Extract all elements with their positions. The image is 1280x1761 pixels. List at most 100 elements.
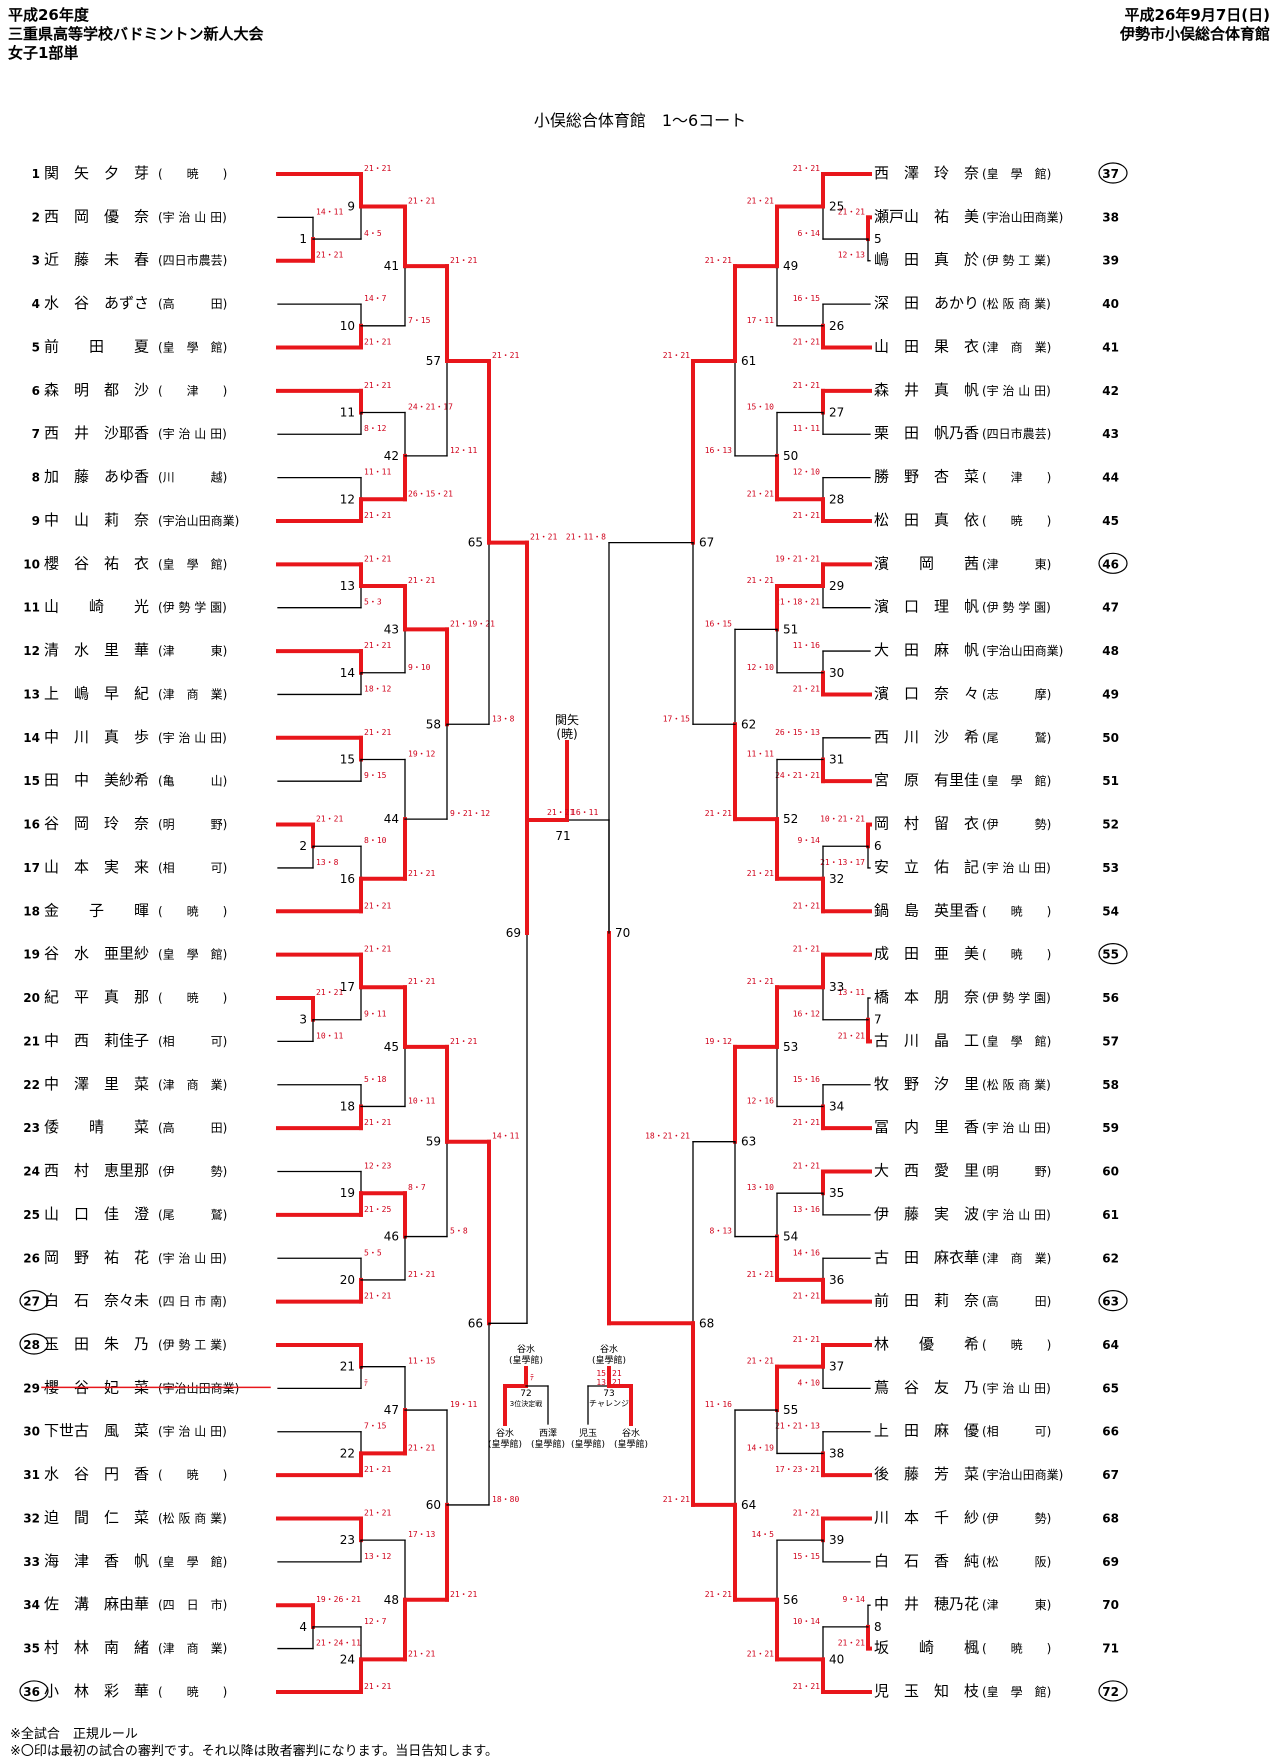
match-score: 21・21 [793,945,820,954]
player-school: ( 暁 ) [982,1642,1051,1656]
player-name: 玉 田 朱 乃 [44,1335,149,1353]
player-school: (四日市農芸) [158,253,227,268]
match-score: 21・21 [838,207,865,216]
player-school: (四日市農芸) [982,426,1051,441]
seed-number: 13 [23,687,40,701]
match-score: 24・21・21 [775,771,820,780]
seed-number: 71 [1102,1642,1119,1656]
player-school: (宇治山田商業) [982,643,1063,658]
player-name: 濱 口 理 帆 [874,598,979,616]
match-score: 18・12 [364,684,391,693]
player-school: (伊 勢 工 業) [982,253,1051,268]
match-score: 11・11 [364,468,391,477]
seed-number: 54 [1102,904,1119,918]
match-score: 21・21 [747,197,774,206]
player-school: (亀 山) [158,774,227,788]
match-number: 14 [340,666,355,680]
match-score: 21・21 [364,728,391,737]
match-number: 41 [384,259,399,273]
seed-number: 58 [1102,1078,1119,1092]
seed-number: 1 [32,167,40,181]
match-number: 46 [384,1230,399,1244]
champion-name: 関矢 [555,713,579,727]
player-name: 加 藤 あゆ香 [44,468,149,486]
player-name: 水 谷 あずさ [44,294,149,312]
match-score: 21・21 [747,1357,774,1366]
player-name: 岡 野 祐 花 [44,1248,149,1266]
match-score: 17・13 [408,1530,435,1539]
player-name: 倭 晴 菜 [44,1118,149,1136]
match-score: 21・21 [793,1508,820,1517]
player-name: 上 田 麻 優 [874,1422,979,1440]
match-number: 18 [340,1099,355,1113]
player-school: (宇治山田商業) [982,209,1063,224]
match-number: 51 [783,622,798,636]
match-number: 65 [468,536,483,550]
match-score: 21・21 [408,576,435,585]
seed-number: 19 [23,948,40,962]
third-place-mark: ﾃ [530,1373,534,1382]
match-number: 2 [299,839,307,853]
match-score: 21・21 [408,977,435,986]
match-number: 39 [829,1533,844,1547]
player-school: ( 暁 ) [982,904,1051,918]
player-school: (明 野) [158,818,227,832]
match-score: 21・21 [316,988,343,997]
match-score: 12・23 [364,1162,391,1171]
match-score: 13・16 [793,1205,820,1214]
match-score: 21・21 [705,1590,732,1599]
player-school: (皇學館) [531,1438,565,1450]
seed-number: 59 [1102,1121,1119,1135]
player-school: (伊 勢 学 園) [982,990,1051,1005]
match-score: 26・15・21 [408,489,453,498]
match-score: 9・14 [798,836,821,845]
match-score: 9・15 [364,771,387,780]
player-name: 西澤 [539,1428,557,1439]
match-number: 45 [384,1040,399,1054]
match-score: 17・23・21 [775,1465,820,1474]
player-name: 西 岡 優 奈 [44,207,149,225]
match-number: 15 [340,752,355,766]
player-name: 西 澤 玲 奈 [874,164,979,182]
match-score: 16・15 [705,619,732,628]
player-school: ( 暁 ) [982,514,1051,528]
match-score: 21・21 [747,576,774,585]
player-name: 中 井 穂乃花 [874,1595,979,1613]
seed-number: 39 [1102,254,1119,268]
player-name: 瀬戸山 祐 美 [874,207,979,225]
match-number: 27 [829,406,844,420]
match-score: 8・13 [710,1227,733,1236]
seed-number: 8 [32,471,40,485]
match-number: 34 [829,1099,844,1113]
match-score: 21・25 [364,1205,391,1214]
player-school: (松 阪 商 業) [982,296,1051,311]
player-school: (宇 治 山 田) [158,427,227,441]
player-name: 古 川 晶 工 [874,1031,979,1049]
player-school: (津 商 業) [158,1641,227,1656]
player-name: 山 本 実 来 [44,858,149,876]
seed-number: 64 [1102,1338,1119,1352]
player-name: 西 川 沙 希 [874,728,979,746]
player-school: (相 可) [158,1034,227,1048]
match-number: 35 [829,1186,844,1200]
player-school: (宇 治 山 田) [982,1121,1051,1135]
seed-number: 37 [1102,167,1119,181]
player-school: (宇治山田商業) [982,1467,1063,1482]
match-score: 6・14 [798,229,821,238]
player-school: (皇 學 館) [982,773,1051,788]
match-number: 24 [340,1652,355,1666]
match-number: 7 [874,1013,882,1027]
match-score: 21 [612,1369,622,1378]
match-number: 68 [699,1316,714,1330]
player-name: 山 崎 光 [44,598,149,616]
match-number: 22 [340,1446,355,1460]
match-number: 64 [741,1498,756,1512]
player-school: (宇 治 山 田) [982,1208,1051,1222]
seed-number: 20 [23,991,40,1005]
referee-mark-circle [1098,162,1128,184]
match-number: 49 [783,259,798,273]
player-school: (皇 學 館) [982,1033,1051,1048]
match-score: 15 [596,1369,606,1378]
match-score: 10・21・21 [820,815,865,824]
player-name: 関 矢 夕 芽 [44,164,149,182]
